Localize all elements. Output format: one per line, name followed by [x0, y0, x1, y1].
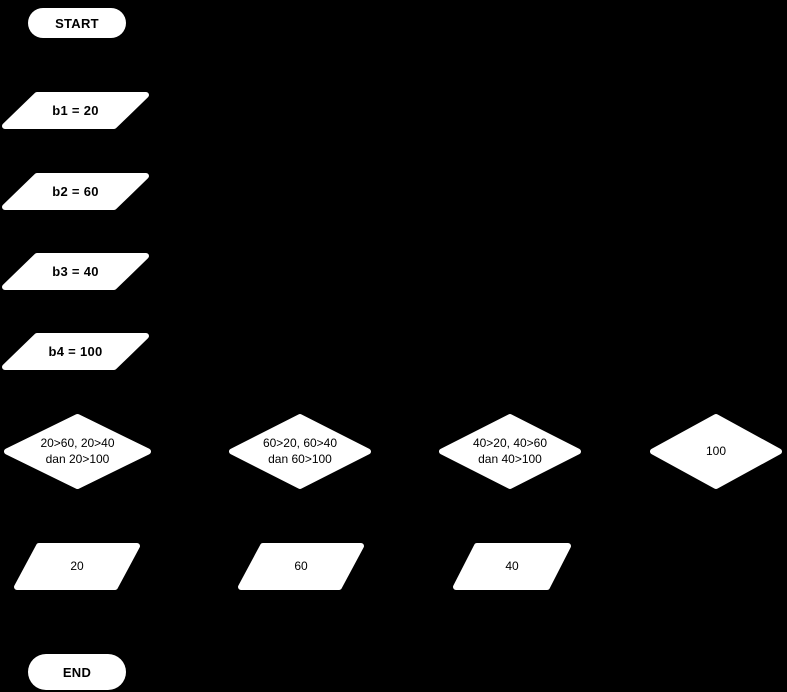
parallelogram-shape [453, 543, 571, 590]
decision-node-b3: 40>20, 40>60 dan 40>100 [438, 413, 582, 490]
decision-node-b1: 20>60, 20>40 dan 20>100 [3, 413, 152, 490]
decision-label-b1: 20>60, 20>40 dan 20>100 [40, 435, 115, 466]
output-node-b3: 40 [453, 543, 571, 590]
input-node-b2: b2 = 60 [2, 173, 149, 210]
start-label: START [55, 15, 99, 31]
parallelogram-shape [2, 173, 149, 210]
decision-label-b4: 100 [705, 443, 727, 458]
input-node-b3: b3 = 40 [2, 253, 149, 290]
diamond-shape [439, 414, 581, 489]
input-label-b1: b1 = 20 [52, 103, 99, 118]
parallelogram-shape [2, 333, 149, 370]
end-label: END [62, 664, 92, 680]
decision-node-b2: 60>20, 60>40 dan 60>100 [228, 413, 372, 490]
input-label-b2: b2 = 60 [52, 184, 99, 199]
output-node-b2: 60 [238, 543, 364, 590]
input-label-b3: b3 = 40 [52, 264, 99, 279]
diamond-shape [4, 414, 151, 489]
input-node-b1: b1 = 20 [2, 92, 149, 129]
decision-label-b3: 40>20, 40>60 dan 40>100 [472, 435, 548, 466]
output-label-b3: 40 [505, 558, 519, 573]
input-label-b4: b4 = 100 [48, 344, 103, 359]
output-label-b2: 60 [294, 558, 308, 573]
output-node-b1: 20 [14, 543, 140, 590]
output-label-b1: 20 [70, 558, 84, 573]
parallelogram-shape [14, 543, 140, 590]
parallelogram-shape [2, 92, 149, 129]
decision-node-b4: 100 [649, 413, 783, 490]
diamond-shape [229, 414, 371, 489]
end-node: END [28, 654, 126, 690]
input-node-b4: b4 = 100 [2, 333, 149, 370]
start-node: START [28, 8, 126, 38]
parallelogram-shape [2, 253, 149, 290]
diamond-shape [650, 414, 782, 489]
parallelogram-shape [238, 543, 364, 590]
decision-label-b2: 60>20, 60>40 dan 60>100 [262, 435, 338, 466]
